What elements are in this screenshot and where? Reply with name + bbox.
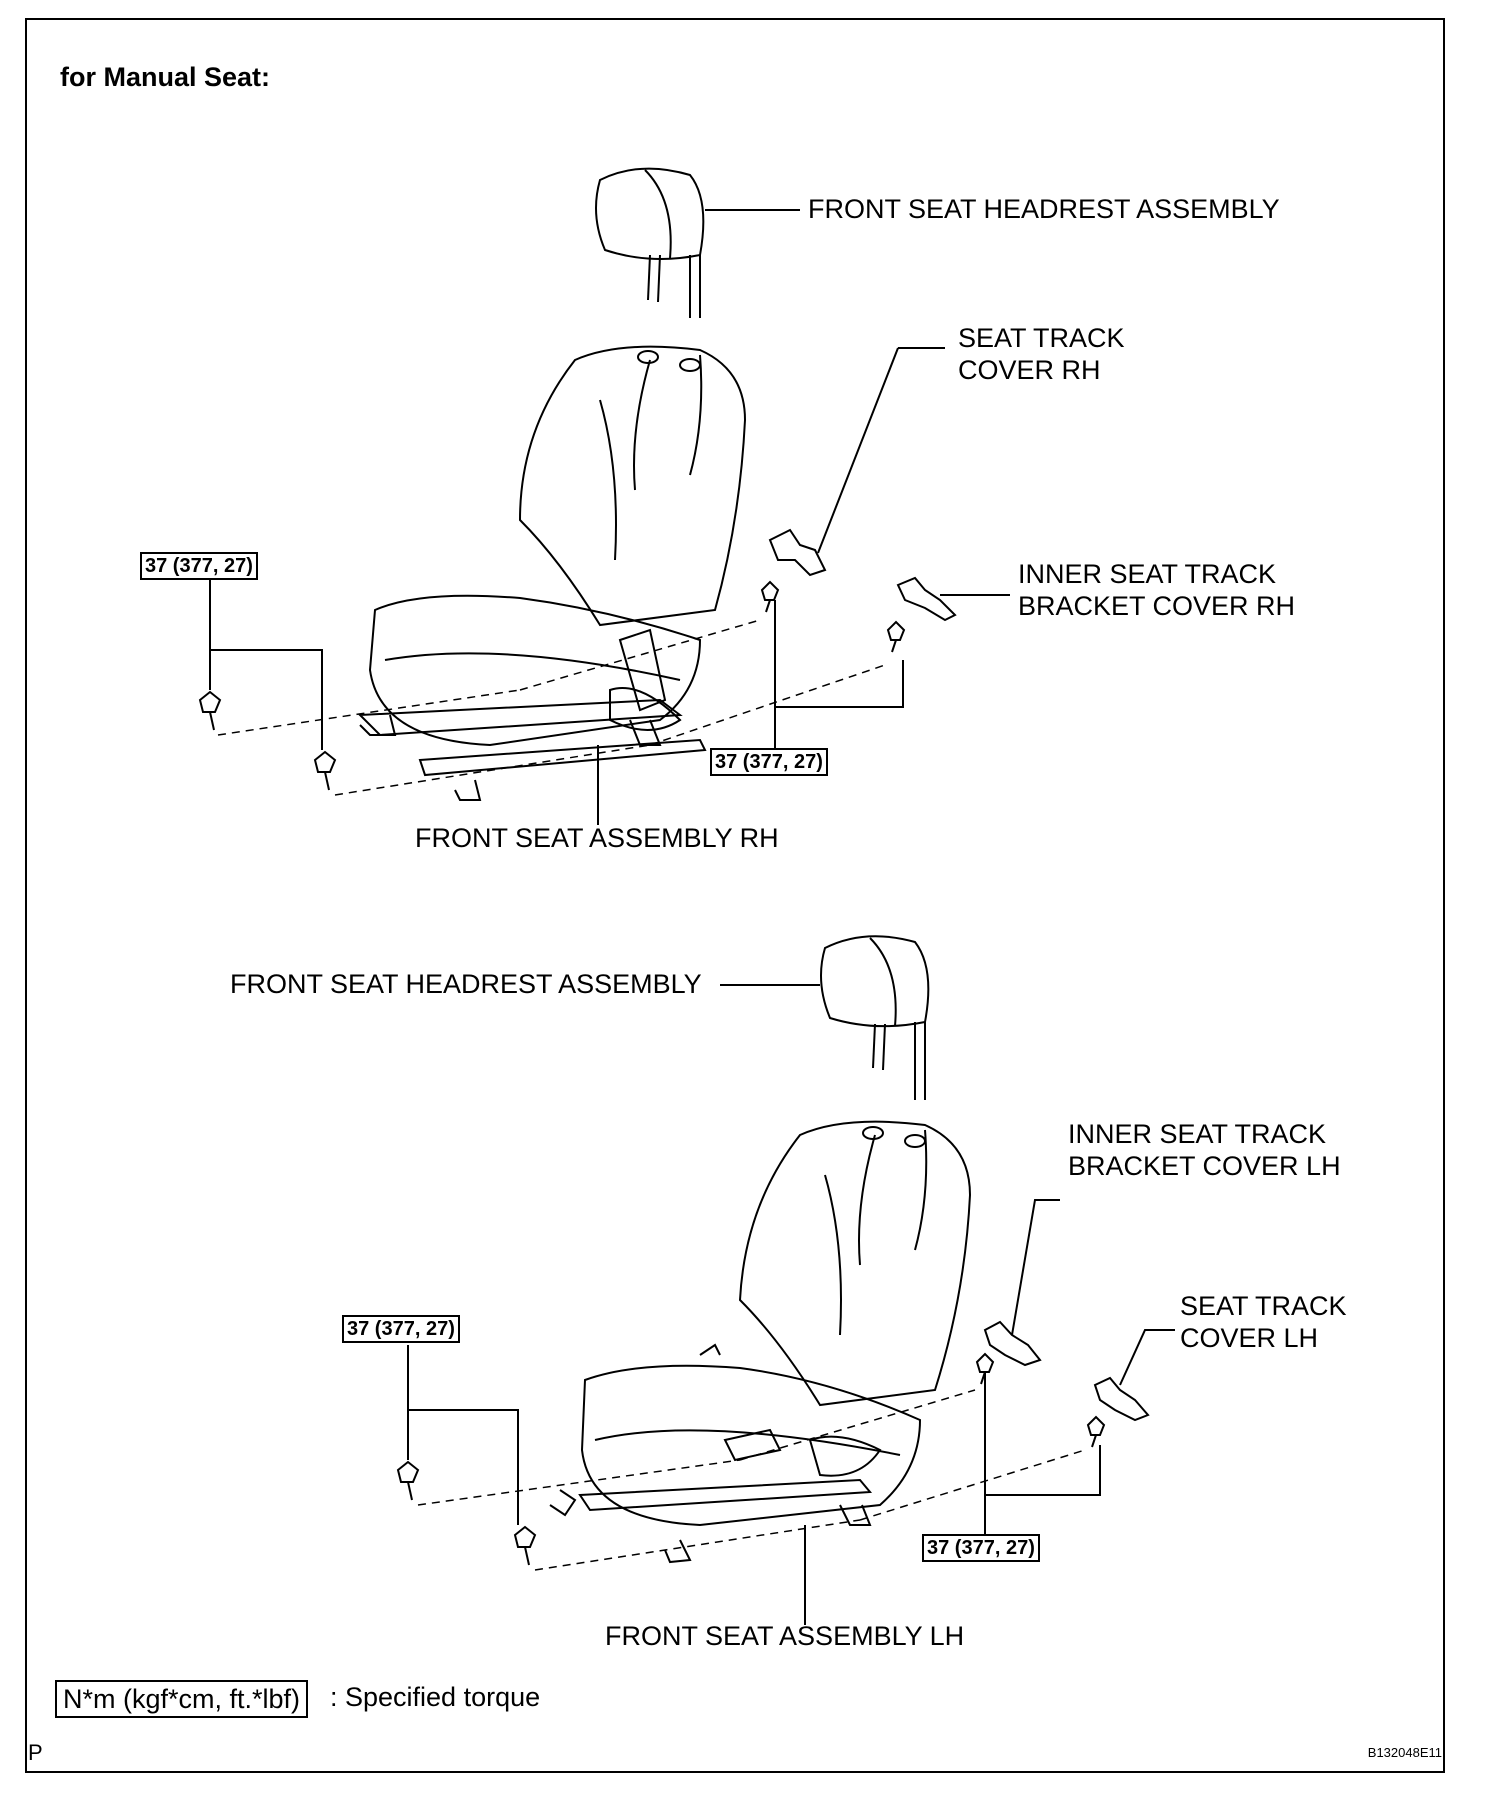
corner-mark: P (28, 1740, 43, 1765)
torque-spec-lh-right: 37 (377, 27) (922, 1534, 1040, 1562)
front-seat-lh-drawing (549, 1120, 972, 1625)
inner-seat-track-bracket-cover-rh-label: INNER SEAT TRACK BRACKET COVER RH (1018, 559, 1296, 621)
inner-track-bracket-cover-lh-drawing (983, 1199, 1060, 1367)
seat-track-cover-rh-label: SEAT TRACK COVER RH (958, 323, 1125, 385)
bolts-rh-drawing (198, 580, 906, 791)
torque-spec-rh-right: 37 (377, 27) (710, 748, 828, 776)
front-seat-assembly-lh-label: FRONT SEAT ASSEMBLY LH (605, 1621, 965, 1651)
torque-spec-lh-left: 37 (377, 27) (342, 1315, 460, 1343)
diagram-frame (25, 18, 1445, 1773)
bolts-lh-drawing (396, 1352, 1106, 1566)
torque-leaders-lh (407, 1345, 1101, 1538)
torque-unit-box: N*m (kgf*cm, ft.*lbf) (55, 1680, 309, 1718)
headrest-lh-label: FRONT SEAT HEADREST ASSEMBLY (230, 969, 702, 999)
figure-code: B132048E11 (1367, 1745, 1442, 1760)
seat-track-cover-lh-label: SEAT TRACK COVER LH (1180, 1291, 1347, 1353)
inner-track-bracket-cover-rh-drawing (896, 576, 1010, 622)
inner-seat-track-bracket-cover-lh-label: INNER SEAT TRACK BRACKET COVER LH (1068, 1119, 1341, 1181)
torque-legend-description: : Specified torque (330, 1682, 541, 1712)
seat-track-cover-rh-drawing (768, 347, 945, 577)
headrest-rh-label: FRONT SEAT HEADREST ASSEMBLY (808, 194, 1280, 224)
torque-leaders-rh (209, 580, 904, 752)
front-seat-rh-drawing (357, 345, 747, 825)
page-title: for Manual Seat: (60, 62, 271, 92)
seat-track-cover-lh-drawing (1093, 1329, 1175, 1422)
headrest-rh-drawing (595, 167, 800, 318)
headrest-lh-drawing (720, 935, 930, 1100)
torque-spec-rh-left: 37 (377, 27) (140, 552, 258, 580)
front-seat-assembly-rh-label: FRONT SEAT ASSEMBLY RH (415, 823, 779, 853)
